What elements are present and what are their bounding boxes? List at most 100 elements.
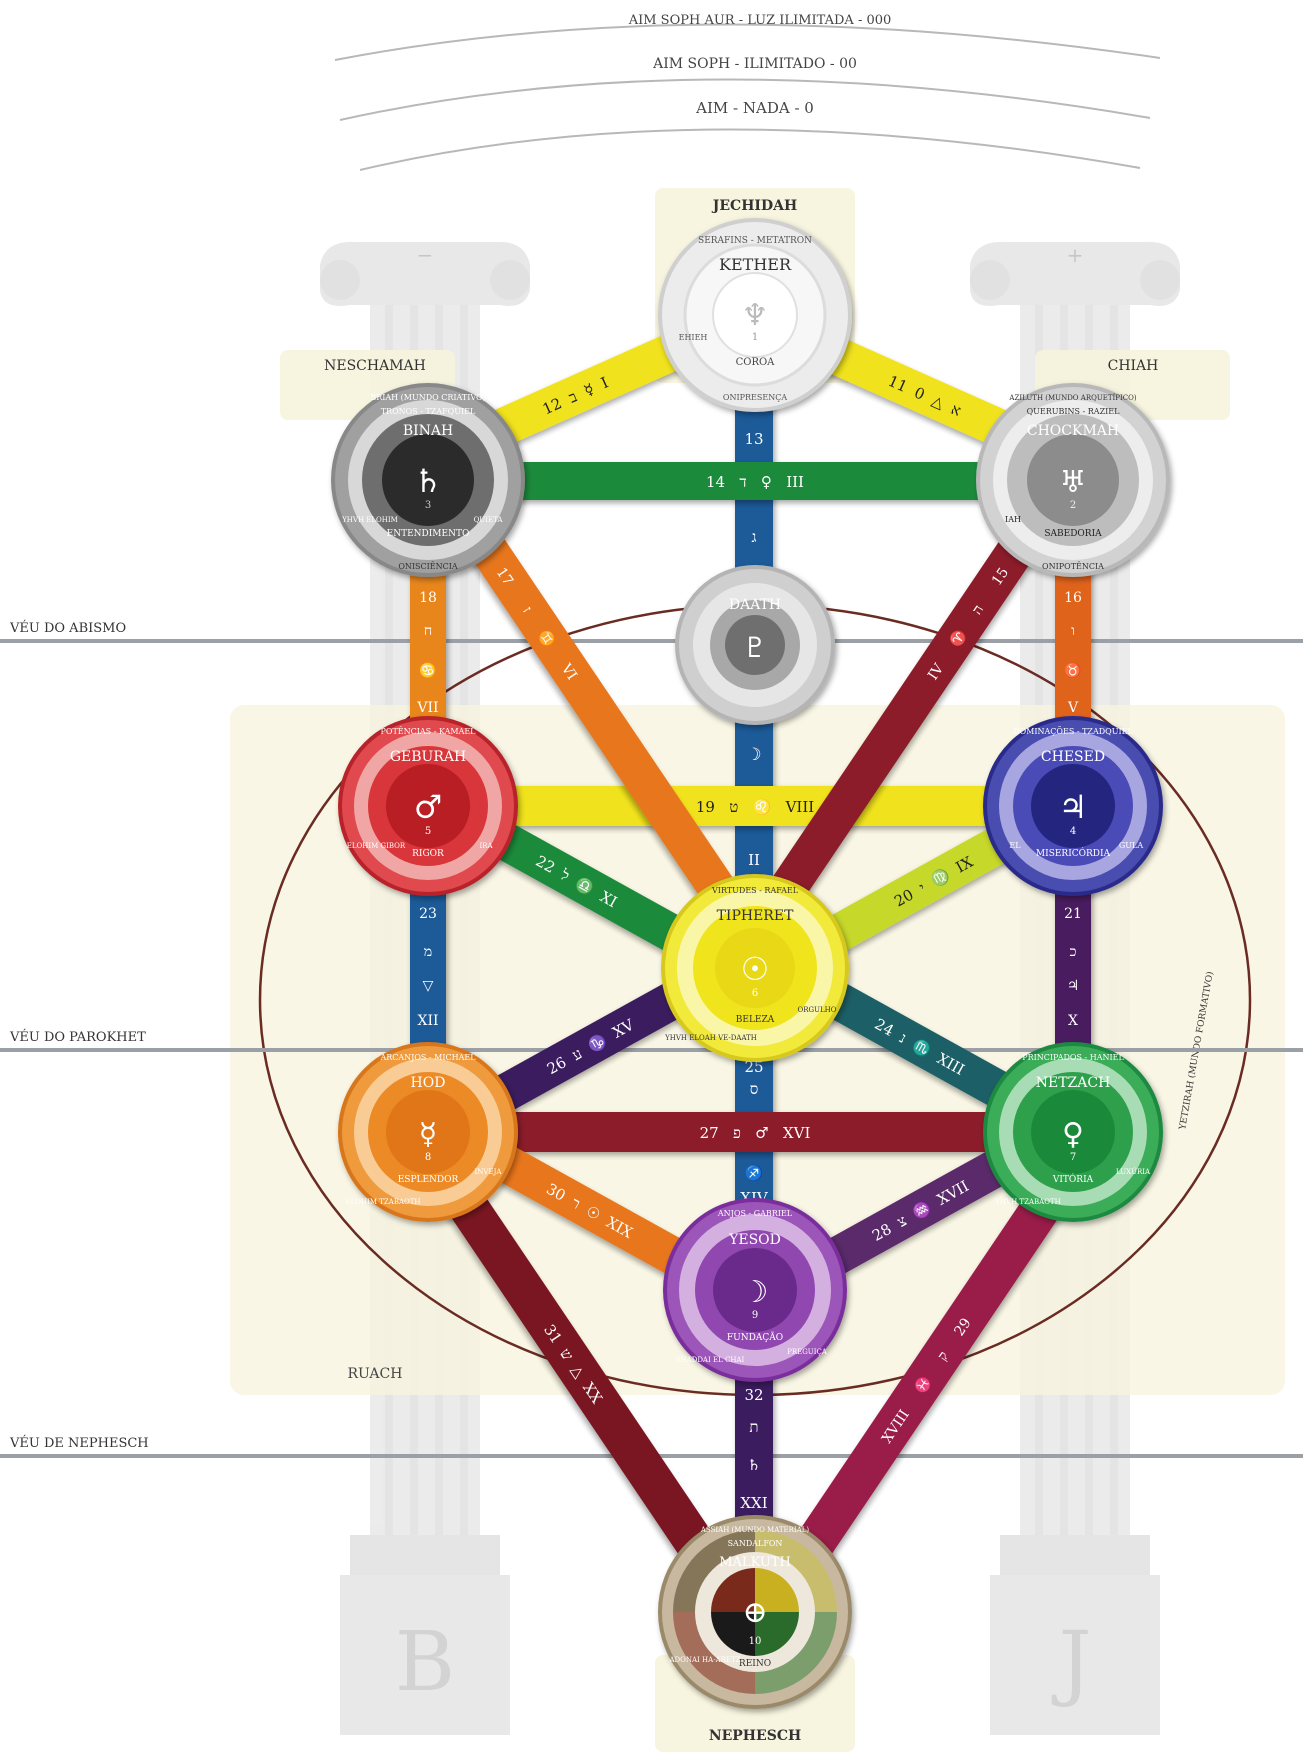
chiah-label: CHIAH (1108, 358, 1159, 374)
binah-symbol: ♄ (414, 462, 443, 500)
path-23-numeral: XII (417, 1013, 438, 1029)
veil-nephesch-label: VÉU DE NEPHESCH (9, 1435, 149, 1451)
malkuth-sub: SANDALFON (728, 1539, 783, 1548)
chockmah-sub: QUERUBINS - RAZIEL (1027, 407, 1121, 416)
chesed-right: GULA (1119, 841, 1143, 850)
chesed-bottom: MISERICÓRDIA (1036, 847, 1111, 859)
path-27-label: 27 פ ♂ XVI (700, 1124, 811, 1142)
hod-number: 8 (425, 1152, 431, 1163)
path-16-number: 16 (1064, 590, 1082, 606)
arc-aim-soph-aur (335, 24, 1160, 60)
aim-soph-label: AIM SOPH - ILIMITADO - 00 (652, 56, 857, 72)
path-13-number: 13 (744, 430, 763, 448)
veil-parokhet-label: VÉU DO PAROKHET (9, 1029, 146, 1045)
sephirah-kether: SERAFINS - METATRON KETHER ♆ 1 COROA EHI… (660, 220, 850, 410)
geburah-name: GEBURAH (390, 749, 466, 765)
kether-outer: ONIPRESENÇA (723, 393, 787, 402)
path-21-number: 21 (1064, 906, 1082, 922)
chockmah-number: 2 (1070, 500, 1076, 511)
yesod-bottom: FUNDAÇÃO (727, 1331, 783, 1343)
chockmah-left: IAH (1005, 515, 1021, 524)
malkuth-left: ADONAI HA-ARETZ (668, 1656, 740, 1664)
header-arcs: AIM SOPH AUR - LUZ ILIMITADA - 000 AIM S… (335, 13, 1160, 170)
path-32-number: 32 (744, 1386, 763, 1404)
geburah-symbol: ♂ (414, 788, 443, 826)
netzach-number: 7 (1070, 1152, 1076, 1163)
hod-top: ARCANJOS - MICHAEL (379, 1053, 476, 1062)
path-21 (1055, 870, 1091, 1070)
path-18-numeral: VII (416, 700, 438, 716)
sephirah-chockmah: AZILUTH (MUNDO ARQUETÍPICO) QUERUBINS - … (978, 385, 1168, 575)
hod-bottom: ESPLENDOR (398, 1175, 459, 1185)
geburah-right: IRA (479, 842, 493, 850)
path-32-symbol: ♄ (747, 1456, 760, 1474)
malkuth-bottom: REINO (739, 1659, 771, 1669)
hod-name: HOD (411, 1075, 446, 1091)
netzach-bottom: VITÓRIA (1052, 1173, 1094, 1185)
path-16-letter: ו (1071, 623, 1075, 639)
jechidah-label: JECHIDAH (711, 198, 797, 214)
hod-left: ELOHIM TZABAOTH (345, 1198, 420, 1206)
path-23-number: 23 (419, 906, 437, 922)
pillar-minus-sign: − (417, 243, 434, 267)
tiphereth-bottom: BELEZA (736, 1015, 775, 1025)
ruach-label: RUACH (348, 1366, 403, 1382)
path-32-letter: ת (749, 1418, 758, 1436)
sephirah-binah: BRIAH (MUNDO CRIATIVO) TRONOS - TZAFQUIE… (333, 385, 523, 575)
chesed-name: CHESED (1041, 749, 1105, 765)
yesod-number: 9 (752, 1310, 758, 1321)
path-14-label: 14 ד ♀ III (706, 473, 804, 491)
path-25-letter: ס (750, 1080, 759, 1098)
chockmah-top: AZILUTH (MUNDO ARQUETÍPICO) (1008, 393, 1136, 402)
tiphereth-name: TIPHERET (717, 908, 794, 924)
path-25-symbol: ♐ (745, 1164, 764, 1182)
yesod-right: PREGUIÇA (787, 1348, 828, 1356)
path-32-numeral: XXI (740, 1494, 767, 1512)
daath-symbol: ♇ (742, 631, 767, 664)
nephesch-label: NEPHESCH (709, 1728, 801, 1744)
tiphereth-right: ORGULHO (798, 1006, 837, 1014)
chockmah-bottom: SABEDORIA (1044, 529, 1102, 539)
chesed-number: 4 (1070, 826, 1076, 837)
chesed-left: EL (1009, 841, 1021, 850)
path-21-letter: כ (1070, 944, 1077, 960)
chesed-top: DOMINAÇÕES - TZADQUIEL (1013, 727, 1133, 736)
sephirah-tiphereth: VIRTUDES - RAFAEL TIPHERET ☉ 6 BELEZA YH… (663, 876, 847, 1060)
binah-outer: ONISCIÊNCIA (398, 562, 458, 571)
netzach-name: NETZACH (1036, 1075, 1111, 1091)
path-16-numeral: V (1067, 700, 1079, 716)
path-13-numeral: II (748, 851, 760, 869)
binah-right: QUIETA (474, 516, 504, 524)
kether-symbol: ♆ (742, 298, 769, 333)
path-18-symbol: ♋ (419, 662, 436, 679)
geburah-top: POTÊNCIAS - KAMAEL (381, 727, 477, 736)
aim-label: AIM - NADA - 0 (695, 99, 814, 117)
chesed-symbol: ♃ (1059, 788, 1088, 826)
netzach-symbol: ♀ (1062, 1117, 1084, 1152)
yesod-symbol: ☽ (742, 1275, 769, 1310)
binah-top: BRIAH (MUNDO CRIATIVO) (370, 393, 485, 402)
yesod-top: ANJOS - GABRIEL (717, 1209, 793, 1218)
path-19-label: 19 ט ♌ VIII (696, 798, 814, 816)
path-16-symbol: ♉ (1064, 662, 1081, 679)
malkuth-number: 10 (749, 1636, 762, 1647)
tiphereth-left: YHVH ELOAH VE-DAATH (664, 1034, 757, 1042)
kether-left: EHIEH (679, 333, 708, 342)
sephirah-hod: ARCANJOS - MICHAEL HOD ☿ 8 ESPLENDOR ELO… (340, 1044, 516, 1220)
path-23-symbol: ▽ (423, 978, 434, 994)
chockmah-outer: ONIPOTÊNCIA (1042, 562, 1104, 571)
path-18-letter: ח (424, 623, 432, 639)
binah-number: 3 (425, 500, 431, 511)
sephirah-yesod: ANJOS - GABRIEL YESOD ☽ 9 FUNDAÇÃO SHADD… (665, 1200, 845, 1380)
kether-bottom: COROA (736, 357, 776, 368)
binah-left: YHVH ELOHIM (341, 516, 398, 524)
kether-top: SERAFINS - METATRON (698, 236, 812, 246)
chockmah-symbol: ♅ (1060, 465, 1087, 500)
kether-name: KETHER (719, 255, 792, 274)
path-13-letter: ג (752, 528, 757, 546)
geburah-left: ELOHIM GIBOR (347, 842, 406, 850)
path-21-numeral: X (1068, 1013, 1078, 1029)
binah-bottom: ENTENDIMENTO (387, 529, 470, 539)
sephirah-geburah: POTÊNCIAS - KAMAEL GEBURAH ♂ 5 RIGOR ELO… (340, 718, 516, 894)
binah-sub: TRONOS - TZAFQUIEL (381, 407, 476, 416)
